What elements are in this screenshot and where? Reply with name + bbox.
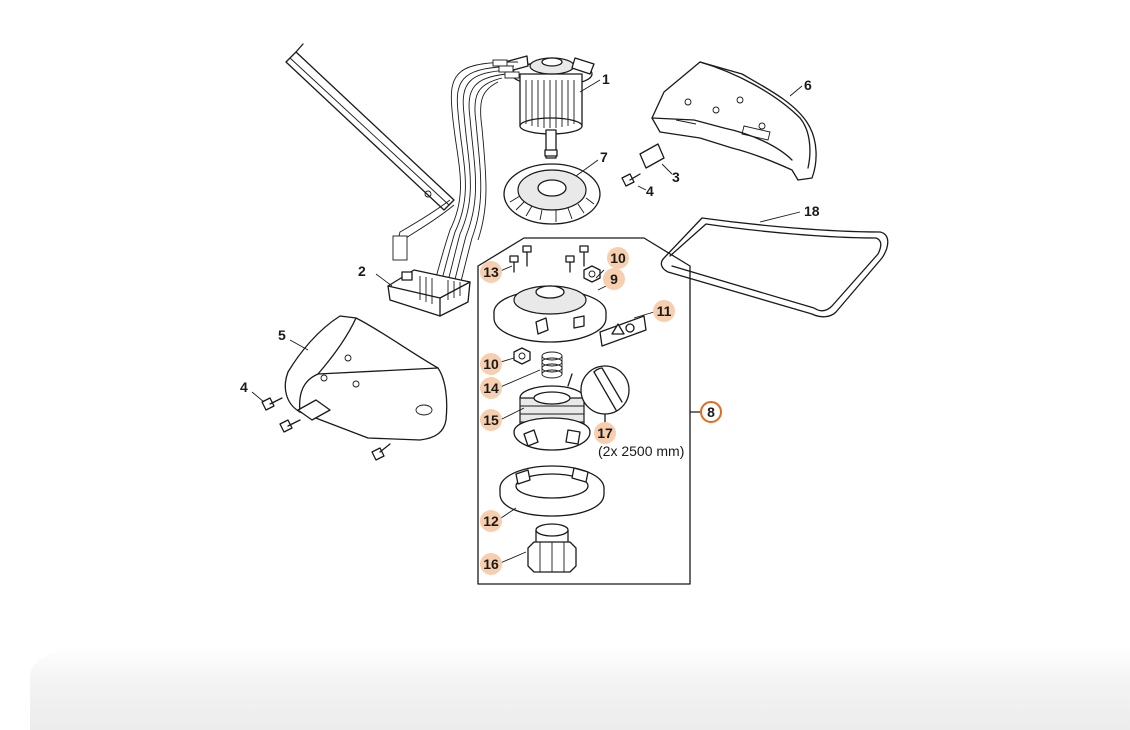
wire-harness: [392, 59, 520, 299]
label-3: 3: [672, 169, 680, 185]
badge-13: 13: [480, 261, 502, 283]
housing-base: [499, 465, 605, 517]
label-7: 7: [600, 149, 608, 165]
nut-10-top: [583, 265, 601, 283]
label-12: 12: [483, 513, 499, 529]
badge-8-assembly: 8: [700, 401, 722, 423]
label-6: 6: [804, 77, 812, 93]
label-1: 1: [602, 71, 610, 87]
line-length-spec: (2x 2500 mm): [598, 443, 684, 459]
badge-10-top: 10: [607, 247, 629, 269]
motor: [504, 55, 595, 159]
label-13: 13: [483, 264, 499, 280]
label-10-top: 10: [610, 250, 626, 266]
badge-11: 11: [653, 300, 675, 322]
badge-10-left: 10: [480, 353, 502, 375]
label-9: 9: [610, 271, 618, 287]
badge-14: 14: [480, 377, 502, 399]
label-11: 11: [657, 303, 672, 319]
label-16: 16: [483, 556, 499, 572]
label-15: 15: [483, 412, 499, 428]
screws-13: [509, 245, 589, 273]
spool-cover: [493, 285, 607, 343]
badge-17: 17: [594, 422, 616, 444]
label-4-switch-screw: 4: [646, 183, 654, 199]
label-17: 17: [597, 425, 613, 441]
spring: [541, 351, 563, 379]
screws-left: [261, 397, 391, 461]
bottom-shadow: [30, 646, 1130, 730]
upper-housing: [651, 61, 817, 181]
badge-16: 16: [480, 553, 502, 575]
badge-9: 9: [603, 268, 625, 290]
warning-sticker: [599, 315, 647, 347]
trimmer-head-assembly: [477, 237, 701, 585]
label-8: 8: [707, 404, 715, 420]
badge-12: 12: [480, 510, 502, 532]
label-14: 14: [483, 380, 499, 396]
spool: [513, 373, 591, 451]
badge-15: 15: [480, 409, 502, 431]
label-5: 5: [278, 327, 286, 343]
switch-part: [621, 143, 665, 187]
nut-10-left: [513, 347, 531, 365]
label-4-housing-screws: 4: [240, 379, 248, 395]
adapter-nut: [527, 523, 577, 573]
label-2: 2: [358, 263, 366, 279]
shaft-tube: [285, 43, 455, 211]
motor-housing-left: [284, 315, 448, 441]
label-10-left: 10: [483, 356, 499, 372]
label-18: 18: [804, 203, 820, 219]
electronics-module: [387, 269, 471, 317]
bow-guard: [660, 217, 889, 318]
fan-disc: [503, 163, 601, 225]
cutting-line-detail: [580, 365, 630, 431]
